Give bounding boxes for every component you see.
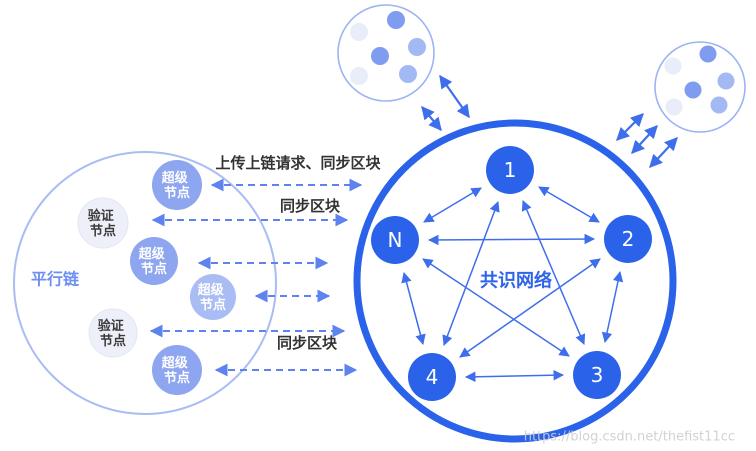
verify-node: 验证 节点	[77, 197, 129, 249]
satellite-arrows	[421, 74, 678, 168]
double-arrow	[631, 125, 658, 154]
cluster-dot	[684, 81, 702, 99]
satellite-cluster-left	[337, 4, 435, 102]
double-arrow	[439, 74, 470, 119]
cluster-dot	[387, 11, 405, 29]
consensus-node-label: 4	[426, 365, 439, 389]
consensus-edge	[464, 369, 565, 383]
consensus-node-label: 1	[504, 158, 517, 182]
super-node: 超级 节点	[190, 274, 236, 320]
consensus-node-label: N	[388, 228, 403, 252]
consensus-node-circle	[573, 351, 621, 399]
verify-node-label: 验证 节点	[98, 318, 129, 349]
super-node-circle	[130, 237, 178, 285]
super-node-label: 超级 节点	[198, 282, 229, 313]
double-arrow	[649, 137, 678, 168]
cluster-dot	[699, 45, 717, 63]
verify-node-label: 验证 节点	[88, 208, 119, 239]
super-node: 超级 节点	[130, 237, 178, 285]
super-node-circle	[152, 345, 202, 395]
consensus-edge	[427, 233, 596, 246]
verify-node-circle	[88, 308, 138, 358]
consensus-node-circle	[486, 146, 534, 194]
consensus-edge	[601, 270, 624, 344]
consensus-node-circle	[371, 216, 419, 264]
consensus-node-circle	[604, 215, 652, 263]
consensus-edges	[401, 186, 624, 383]
upload-sync-label: 上传上链请求、同步区块	[215, 154, 381, 172]
consensus-node-n: N	[371, 216, 419, 264]
consensus-node-2: 2	[604, 215, 652, 263]
super-node-circle	[190, 274, 236, 320]
super-node: 超级 节点	[152, 345, 202, 395]
consensus-node-3: 3	[573, 351, 621, 399]
double-arrow	[421, 105, 442, 132]
cluster-dot	[371, 47, 389, 65]
sync-block-label-top: 同步区块	[280, 197, 341, 215]
cluster-dot	[665, 98, 683, 116]
consensus-edge	[422, 258, 570, 357]
parallel-chain-group: 平行链 超级 节点 验证 节点 超级 节点 超级	[13, 151, 277, 415]
super-node-label: 超级 节点	[162, 170, 193, 201]
consensus-node-label: 2	[622, 227, 635, 251]
cluster-dot	[408, 38, 426, 56]
chain-sync-arrows: 上传上链请求、同步区块 同步区块 同步区块	[149, 154, 381, 377]
super-node-circle	[152, 160, 202, 210]
cluster-dot	[350, 23, 368, 41]
watermark-text: https://blog.csdn.net/thefist11cc	[524, 430, 735, 445]
parallel-chain-label: 平行链	[31, 270, 80, 289]
sync-block-label-bottom: 同步区块	[277, 334, 338, 352]
double-arrow	[616, 113, 644, 141]
cluster-dot	[710, 96, 728, 114]
super-node-label: 超级 节点	[162, 355, 193, 386]
cluster-dot	[717, 72, 735, 90]
super-node-label: 超级 节点	[139, 246, 170, 277]
cluster-dot	[664, 57, 682, 75]
cluster-dot	[399, 65, 417, 83]
satellite-cluster-right	[654, 41, 746, 133]
verify-node-circle	[77, 197, 129, 249]
consensus-node-4: 4	[408, 353, 456, 401]
super-node: 超级 节点	[152, 160, 202, 210]
cluster-dot	[350, 67, 368, 85]
consensus-edge	[401, 271, 426, 346]
consensus-node-1: 1	[486, 146, 534, 194]
consensus-node-circle	[408, 353, 456, 401]
verify-node: 验证 节点	[88, 308, 138, 358]
consensus-network-label: 共识网络	[480, 270, 552, 292]
consensus-node-label: 3	[591, 363, 604, 387]
consensus-network-group: 共识网络 1 2 3 4 N	[353, 119, 677, 443]
